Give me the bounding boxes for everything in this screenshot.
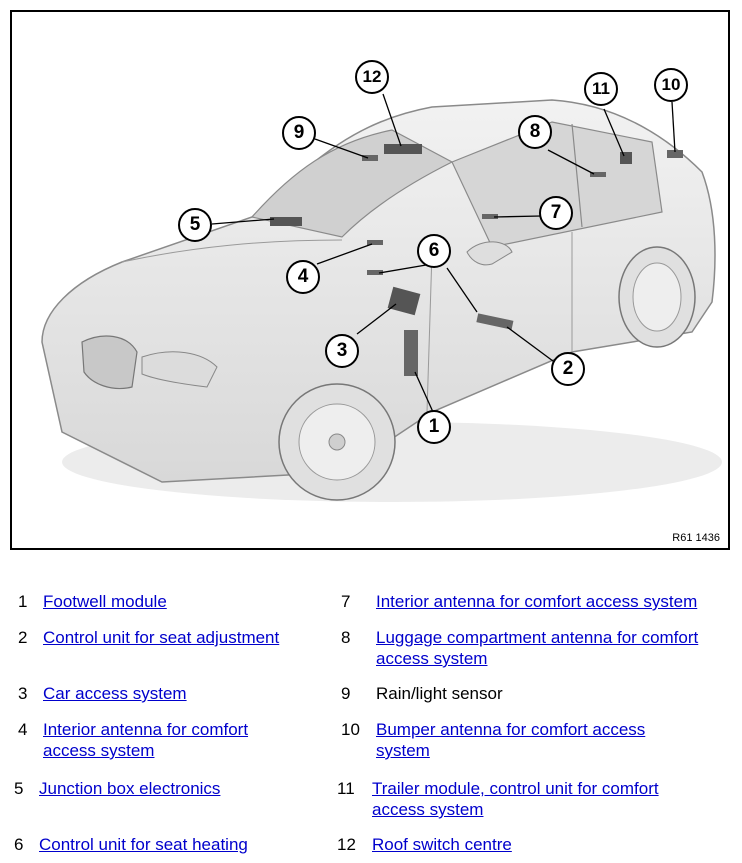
windshield bbox=[250, 129, 454, 238]
callout-2: 2 bbox=[551, 352, 585, 386]
legend-link-luggage-antenna[interactable]: Luggage compartment antenna for comfort … bbox=[376, 628, 699, 668]
legend-number: 5 bbox=[14, 779, 24, 798]
legend-link-trailer-module[interactable]: Trailer module, control unit for comfort… bbox=[372, 779, 659, 819]
callout-8: 8 bbox=[518, 115, 552, 149]
legend-link-car-access-system[interactable]: Car access system bbox=[43, 684, 187, 703]
callout-6: 6 bbox=[417, 234, 451, 268]
legend-number: 10 bbox=[341, 720, 360, 739]
legend-number: 2 bbox=[18, 628, 28, 647]
legend-number: 6 bbox=[14, 835, 24, 854]
legend-link-roof-switch-centre[interactable]: Roof switch centre bbox=[372, 835, 512, 854]
reference-code: R61 1436 bbox=[672, 532, 720, 544]
car-illustration bbox=[41, 93, 722, 502]
legend-number: 12 bbox=[337, 835, 356, 854]
legend-link-bumper-antenna[interactable]: Bumper antenna for comfort access system bbox=[376, 720, 646, 760]
callout-9: 9 bbox=[282, 116, 316, 150]
legend-number: 9 bbox=[341, 684, 351, 703]
legend-number: 11 bbox=[337, 779, 355, 798]
legend-link-junction-box[interactable]: Junction box electronics bbox=[39, 779, 221, 798]
legend-link-interior-antenna-2[interactable]: Interior antenna for comfort access syst… bbox=[376, 592, 698, 611]
callout-5: 5 bbox=[178, 208, 212, 242]
legend-number: 7 bbox=[341, 592, 351, 611]
legend-link-interior-antenna[interactable]: Interior antenna for comfort access syst… bbox=[43, 720, 249, 760]
car-diagram: 1 2 3 4 5 6 7 8 9 10 11 12 R61 1436 bbox=[10, 10, 730, 550]
callout-12: 12 bbox=[355, 60, 389, 94]
legend-link-footwell-module[interactable]: Footwell module bbox=[43, 592, 167, 611]
callout-10: 10 bbox=[654, 68, 688, 102]
callout-11: 11 bbox=[584, 72, 618, 106]
callout-7: 7 bbox=[539, 196, 573, 230]
legend-number: 8 bbox=[341, 628, 351, 647]
legend-link-seat-heating[interactable]: Control unit for seat heating bbox=[39, 835, 248, 854]
legend-number: 3 bbox=[18, 684, 28, 703]
callout-3: 3 bbox=[325, 334, 359, 368]
callout-4: 4 bbox=[286, 260, 320, 294]
legend-number: 4 bbox=[18, 720, 28, 739]
callout-1: 1 bbox=[417, 410, 451, 444]
legend-link-seat-adjustment[interactable]: Control unit for seat adjustment bbox=[43, 628, 280, 647]
legend-text-rain-light-sensor: Rain/light sensor bbox=[376, 684, 503, 703]
grille bbox=[81, 335, 138, 390]
legend-number: 1 bbox=[18, 592, 28, 611]
leader-lines bbox=[211, 93, 676, 413]
